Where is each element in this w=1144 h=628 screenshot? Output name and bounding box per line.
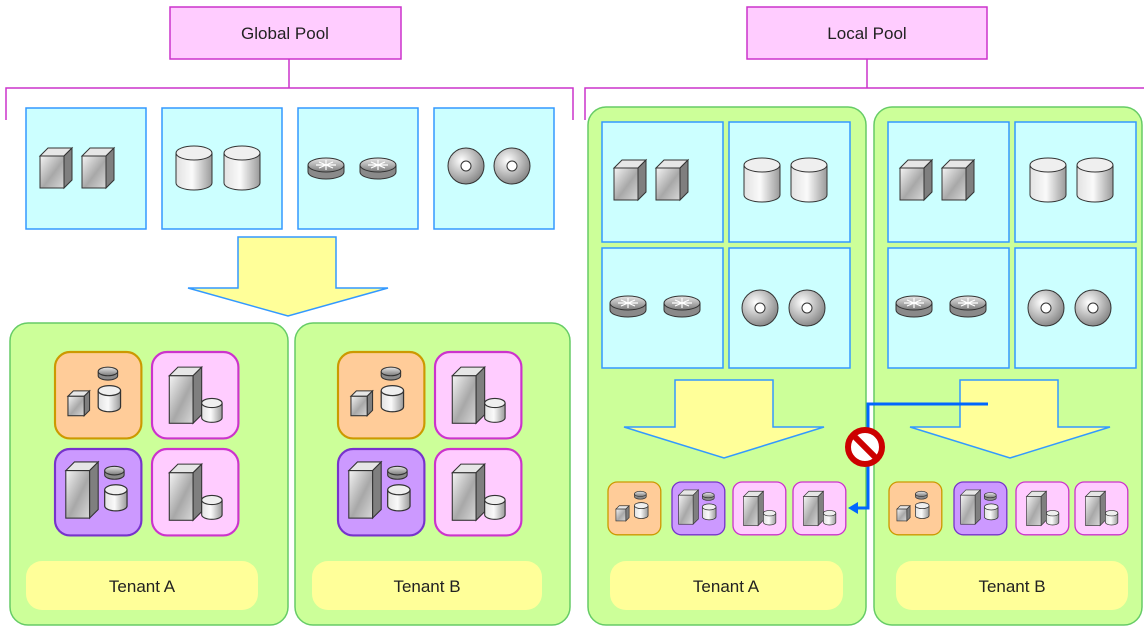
resource-group-pink [1075,482,1128,535]
resource-group-violet [672,482,725,535]
local-tenant-a: Tenant A [587,106,867,626]
global-servers-cell [25,107,147,230]
tenant-label-box [26,561,258,610]
resource-group-pink [435,352,521,438]
tenant-label: Tenant A [693,577,760,596]
tenant-label-box [312,561,542,610]
tenant-label-box [610,561,843,610]
resource-group-orange [889,482,942,535]
global-allocation-arrow [187,236,389,317]
resource-group-violet [55,449,141,535]
global-tenant-b: Tenant B [294,322,571,626]
local-pool-bracket [584,59,1144,120]
local-pool-title: Local Pool [827,24,906,43]
local-allocation-arrow [909,379,1111,459]
resource-group-violet [954,482,1007,535]
tenant-label: Tenant B [393,577,460,596]
resource-group-orange [55,352,141,438]
global-pool: Global Pool [5,6,574,626]
resource-group-pink [152,352,238,438]
global-pool-title-box [169,6,402,60]
resource-group-pink [733,482,786,535]
prohibited-icon [845,427,885,467]
tenant-label: Tenant A [109,577,176,596]
global-storage-cell [161,107,283,230]
resource-group-orange [338,352,424,438]
tenant-label-box [896,561,1128,610]
arrowhead-icon [848,502,858,514]
global-network-cell [297,107,419,230]
local-pool-title-box [746,6,988,60]
resource-group-pink [1016,482,1069,535]
resource-group-violet [338,449,424,535]
local-pool: Local Pool Tenant A [584,6,1144,626]
global-tenant-a: Tenant A [9,322,289,626]
resource-group-orange [608,482,661,535]
global-disk-cell [433,107,555,230]
resource-group-pink [435,449,521,535]
local-allocation-arrow [623,379,825,459]
global-pool-title: Global Pool [241,24,329,43]
resource-group-pink [793,482,846,535]
global-pool-bracket [5,59,574,120]
tenant-label: Tenant B [978,577,1045,596]
resource-group-pink [152,449,238,535]
local-tenant-b: Tenant B [873,106,1143,626]
global-resource-row [25,107,555,230]
